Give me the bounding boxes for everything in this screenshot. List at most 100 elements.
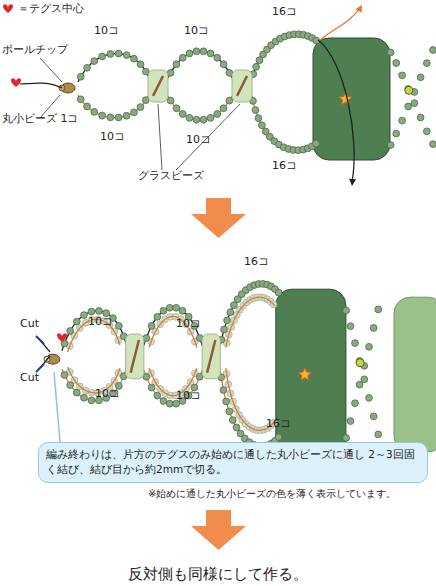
bead — [123, 52, 130, 59]
bead — [99, 112, 106, 119]
bead — [186, 114, 193, 121]
callout-box: 編み終わりは、片方のテグスのみ始めに通した丸小ビーズに通し 2～3回固く結び、結… — [38, 442, 428, 483]
closing-instruction: 反対側も同様にして作る。 — [128, 566, 308, 583]
glass-bead-stripe — [207, 340, 215, 373]
thread-line — [144, 307, 202, 345]
glass-bead — [202, 334, 220, 379]
label-text: 10コ — [186, 134, 211, 147]
label-text: 16コ — [272, 160, 297, 173]
bead — [167, 97, 174, 104]
bead — [200, 116, 207, 123]
bead — [84, 64, 91, 71]
bead — [73, 389, 80, 396]
bead — [96, 308, 103, 315]
thread-line — [252, 34, 318, 78]
label-text: 10コ — [100, 131, 125, 144]
bead — [115, 114, 122, 121]
bead — [207, 114, 214, 121]
label-text: 10コ — [176, 318, 201, 331]
bead — [214, 54, 221, 61]
bead — [61, 372, 68, 379]
bead — [226, 97, 233, 104]
next-motif — [394, 297, 436, 452]
bead — [375, 431, 382, 438]
finished-row — [36, 280, 436, 460]
bead — [255, 115, 262, 122]
bead — [347, 418, 354, 425]
bead — [137, 61, 144, 68]
bead — [411, 100, 418, 107]
note-text: ※始めに通した丸小ビーズの色を薄く表示しています。 — [148, 488, 396, 500]
bead — [77, 96, 84, 103]
bead — [160, 307, 167, 314]
bead — [347, 323, 354, 330]
thread-line — [220, 370, 280, 446]
bead — [343, 435, 350, 442]
bead — [107, 114, 114, 121]
bead — [356, 381, 363, 388]
bead — [405, 103, 412, 110]
bead — [399, 117, 406, 124]
bead — [223, 398, 230, 405]
bead — [220, 105, 227, 112]
bead — [313, 140, 320, 147]
bead — [393, 130, 400, 137]
bead — [430, 47, 436, 54]
glass-bead-stripe — [237, 76, 247, 96]
bead — [91, 58, 98, 65]
bead — [430, 141, 436, 148]
thread-line — [78, 53, 148, 82]
bead — [148, 323, 155, 330]
bead — [361, 376, 368, 383]
bead — [253, 63, 260, 70]
bead — [179, 54, 186, 61]
bead — [417, 114, 424, 121]
label-text: 10コ — [184, 25, 209, 38]
thread-line — [226, 297, 275, 347]
bead — [200, 48, 207, 55]
label-text: グラスビーズ — [138, 170, 204, 183]
label-text: Cut — [20, 372, 39, 385]
bead — [207, 50, 214, 57]
bead — [84, 103, 91, 110]
bead — [91, 108, 98, 115]
cut-mark — [36, 336, 44, 372]
thread-line — [168, 51, 232, 78]
heart-symbol — [57, 333, 67, 342]
bead — [229, 417, 236, 424]
bead — [88, 397, 95, 404]
bead — [154, 313, 161, 320]
bead — [173, 105, 180, 112]
bead — [387, 49, 394, 56]
bead — [275, 434, 282, 441]
bead — [366, 394, 373, 401]
glass-bead — [148, 70, 168, 102]
label-text: 10コ — [95, 388, 120, 401]
bead — [214, 111, 221, 118]
bead — [231, 302, 238, 309]
label-text: 丸小ビーズ 1コ — [2, 113, 79, 126]
bead — [67, 382, 74, 389]
bead — [227, 309, 234, 316]
thread-line — [252, 96, 318, 150]
bead — [166, 400, 173, 407]
bead — [81, 394, 88, 401]
glass-bead-stripe — [153, 76, 163, 96]
bead — [366, 343, 373, 350]
bead — [81, 312, 88, 319]
bead — [399, 72, 406, 79]
bead — [115, 322, 122, 329]
thread-line — [318, 8, 360, 42]
bead — [275, 289, 282, 296]
glass-bead — [126, 334, 144, 379]
bead — [343, 307, 350, 314]
thread-line — [144, 370, 202, 404]
bead — [154, 392, 161, 399]
heart-symbol — [3, 4, 13, 13]
callout-leader — [54, 372, 60, 442]
large-bead-panel — [313, 38, 390, 160]
bead — [173, 61, 180, 68]
step-arrow — [191, 510, 246, 550]
bead — [186, 50, 193, 57]
start-row — [11, 3, 436, 186]
